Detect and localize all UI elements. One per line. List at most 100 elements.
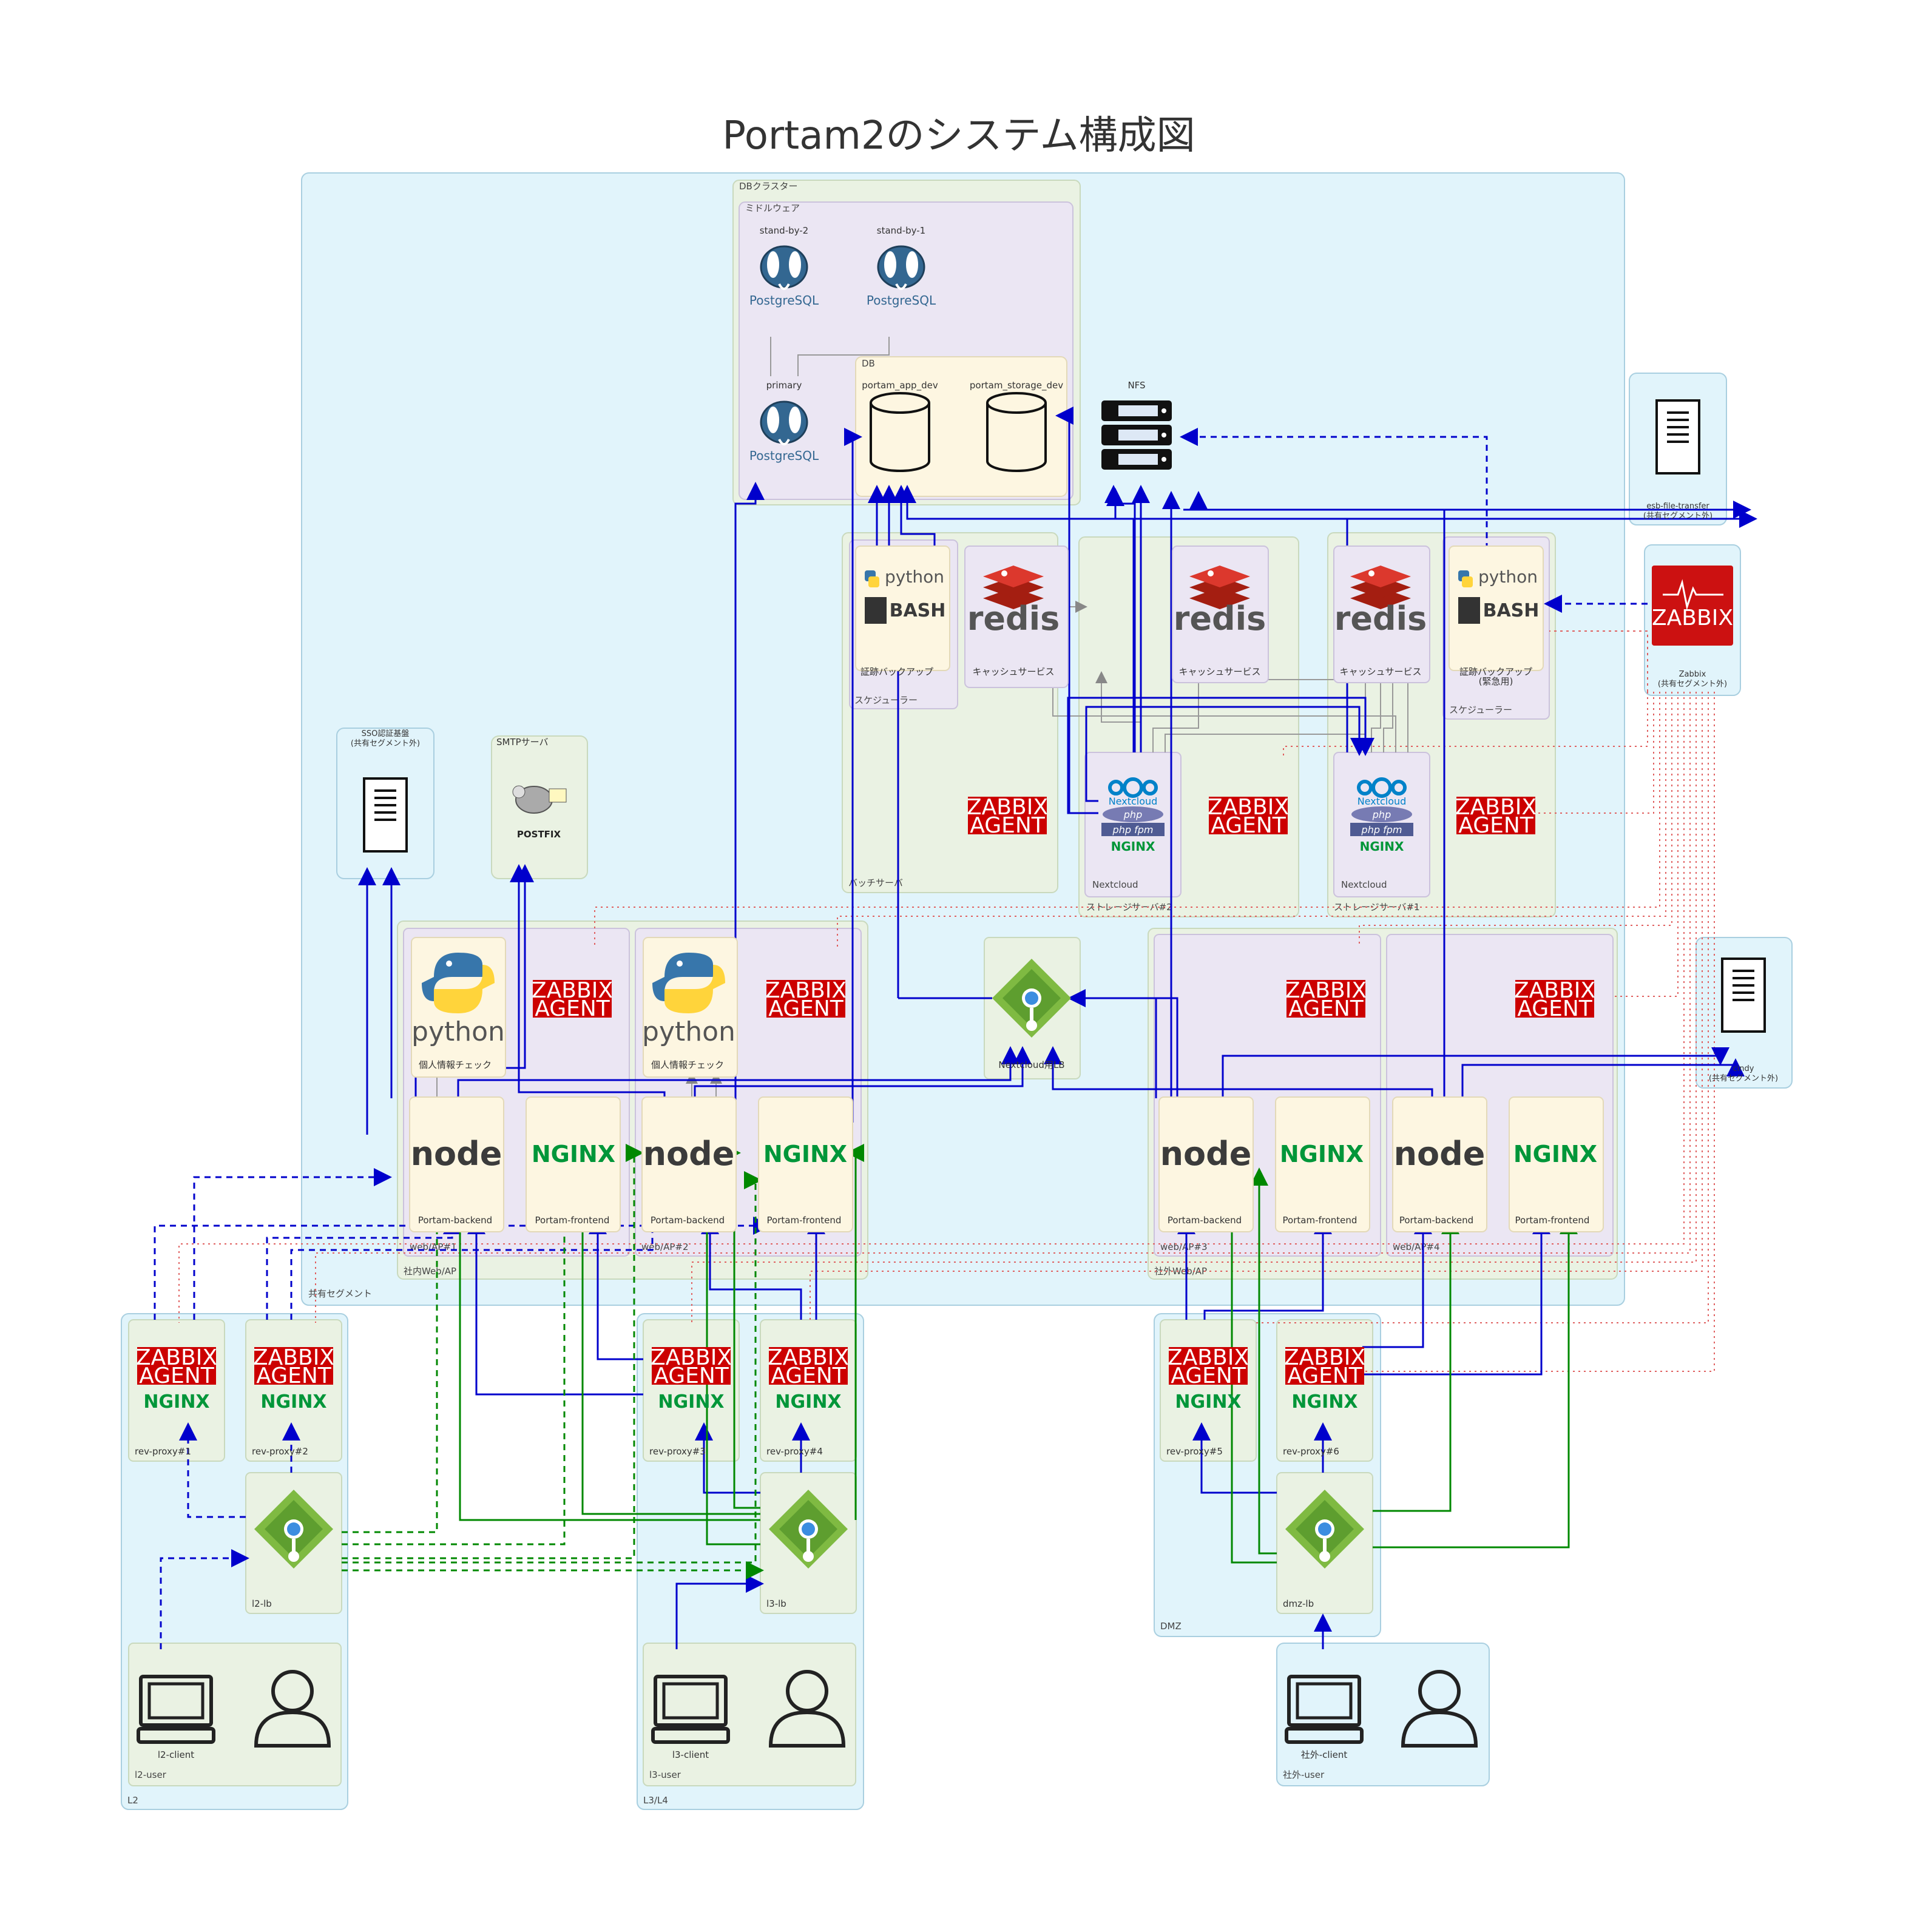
nginx-icon-1: NGINX — [532, 1141, 615, 1167]
nextcloud-lb-label: Nextcloud用LB — [998, 1059, 1064, 1070]
svg-text:ZABBIX: ZABBIX — [1168, 1345, 1249, 1370]
svg-text:php fpm: php fpm — [1112, 824, 1154, 836]
nfs-label: NFS — [1128, 380, 1145, 391]
l3lb-label: l3-lb — [766, 1598, 786, 1609]
sso-label-2: (共有セグメント外) — [351, 739, 420, 748]
node-icon-2: node — [643, 1135, 735, 1173]
svg-text:ZABBIX: ZABBIX — [1652, 606, 1733, 630]
svg-text:PostgreSQL: PostgreSQL — [867, 293, 936, 308]
svg-text:php fpm: php fpm — [1361, 824, 1402, 836]
svg-text:ZABBIX: ZABBIX — [532, 978, 613, 1003]
l3-user-label: l3-user — [649, 1769, 681, 1780]
svg-text:ZABBIX: ZABBIX — [651, 1345, 732, 1370]
node-icon-3: node — [1160, 1135, 1252, 1173]
cindy-label-2: (共有セグメント外) — [1709, 1074, 1778, 1083]
rev1-label: rev-proxy#1 — [135, 1446, 191, 1457]
svg-text:ZABBIX: ZABBIX — [1284, 1345, 1365, 1370]
nextcloud-b-label: Nextcloud — [1341, 879, 1387, 890]
diagram-title: Portam2のシステム構成図 — [722, 113, 1195, 158]
zabbix-monitoring-lines — [178, 630, 1715, 1372]
evidence-backup-emg-label-1: 証跡バックアップ — [1459, 666, 1532, 677]
l3-user-group — [643, 1643, 856, 1786]
scheduler2-label: スケジューラー — [1449, 704, 1512, 715]
webap3-label: web/AP#3 — [1160, 1241, 1208, 1252]
l3-client-laptop-icon — [651, 1675, 730, 1744]
postgres-primary-icon: PostgreSQL — [749, 400, 819, 463]
node-icon-1: node — [411, 1135, 502, 1173]
nextcloud-lb-icon — [992, 959, 1071, 1038]
storage-server-2-label: ストレージサーバ#2 — [1086, 902, 1172, 913]
db-storage-cylinder-icon — [986, 392, 1047, 472]
backend-card-4 — [1392, 1096, 1487, 1232]
icons-layer: PostgreSQL PostgreSQL PostgreSQL ZABBIX POST… — [136, 245, 1766, 1748]
evidence-backup-emg-label-2: (緊急用) — [1479, 676, 1513, 687]
rev-proxy-6-box — [1276, 1319, 1373, 1462]
svg-text:php: php — [1372, 809, 1391, 820]
primary-label: primary — [766, 380, 802, 391]
l2-label: L2 — [127, 1795, 138, 1806]
rev2-label: rev-proxy#2 — [252, 1446, 308, 1457]
scheduler-card-b — [1449, 545, 1544, 671]
cindy-server-icon — [1721, 958, 1766, 1033]
nfs-storage-icon — [1101, 400, 1172, 470]
svg-text:redis: redis — [967, 600, 1060, 638]
dmzlb-label: dmz-lb — [1283, 1598, 1314, 1609]
zabbix-server-label-2: (共有セグメント外) — [1658, 680, 1727, 689]
svg-text:AGENT: AGENT — [256, 1363, 332, 1388]
ext-user-label: 社外-user — [1283, 1769, 1325, 1780]
backend-label-1: Portam-backend — [418, 1215, 492, 1226]
dmz-lb-icon — [1285, 1490, 1364, 1569]
rev4-label: rev-proxy#4 — [766, 1446, 823, 1457]
rev-proxy-1-box — [128, 1319, 225, 1462]
esb-label-2: (共有セグメント外) — [1643, 512, 1712, 521]
svg-text:ZABBIX: ZABBIX — [1455, 795, 1537, 820]
cache-service-label-1: キャッシュサービス — [972, 666, 1054, 677]
l2-client-laptop-icon — [137, 1675, 215, 1744]
svg-text:PostgreSQL: PostgreSQL — [749, 293, 819, 308]
svg-text:ZABBIX: ZABBIX — [1285, 978, 1367, 1003]
svg-text:NGINX: NGINX — [1111, 839, 1155, 854]
scheduler-label: スケジューラー — [854, 695, 918, 706]
middleware-label: ミドルウェア — [745, 203, 800, 214]
standby2-label: stand-by-2 — [760, 225, 808, 236]
zabbix-server-icon: ZABBIX — [1652, 566, 1733, 646]
python-icon-1: python — [411, 953, 505, 1047]
db-app-label: portam_app_dev — [862, 380, 938, 391]
svg-text:redis: redis — [1334, 600, 1427, 638]
l2lb-label: l2-lb — [252, 1598, 272, 1609]
svg-text:ZABBIX: ZABBIX — [1514, 978, 1595, 1003]
nginx-icon-rev4: NGINX — [775, 1391, 841, 1413]
svg-text:BASH: BASH — [1483, 600, 1540, 621]
frontend-card-3 — [1275, 1096, 1370, 1232]
nginx-icon-rev5: NGINX — [1175, 1391, 1241, 1413]
svg-text:AGENT: AGENT — [139, 1363, 215, 1388]
svg-text:POSTFIX: POSTFIX — [517, 829, 561, 840]
external-webap-label: 社外Web/AP — [1154, 1266, 1207, 1277]
svg-text:ZABBIX: ZABBIX — [136, 1345, 217, 1370]
rev5-label: rev-proxy#5 — [1166, 1446, 1223, 1457]
svg-text:python: python — [885, 567, 944, 587]
svg-text:AGENT: AGENT — [1211, 813, 1286, 838]
redis-box-c — [1333, 545, 1430, 683]
svg-text:ZABBIX: ZABBIX — [765, 978, 847, 1003]
svg-text:AGENT: AGENT — [970, 813, 1046, 838]
backend-card-3 — [1158, 1096, 1254, 1232]
db-app-cylinder-icon — [870, 392, 930, 472]
postgres-standby2-icon: PostgreSQL — [749, 245, 819, 308]
db-storage-label: portam_storage_dev — [970, 380, 1063, 391]
backend-label-4: Portam-backend — [1399, 1215, 1473, 1226]
l3-client-label: l3-client — [672, 1749, 709, 1760]
dmz-label: DMZ — [1160, 1621, 1182, 1632]
svg-text:ZABBIX: ZABBIX — [1208, 795, 1289, 820]
postfix-icon: POSTFIX — [512, 785, 567, 840]
rev-proxy-blue-links — [467, 1216, 1550, 1649]
